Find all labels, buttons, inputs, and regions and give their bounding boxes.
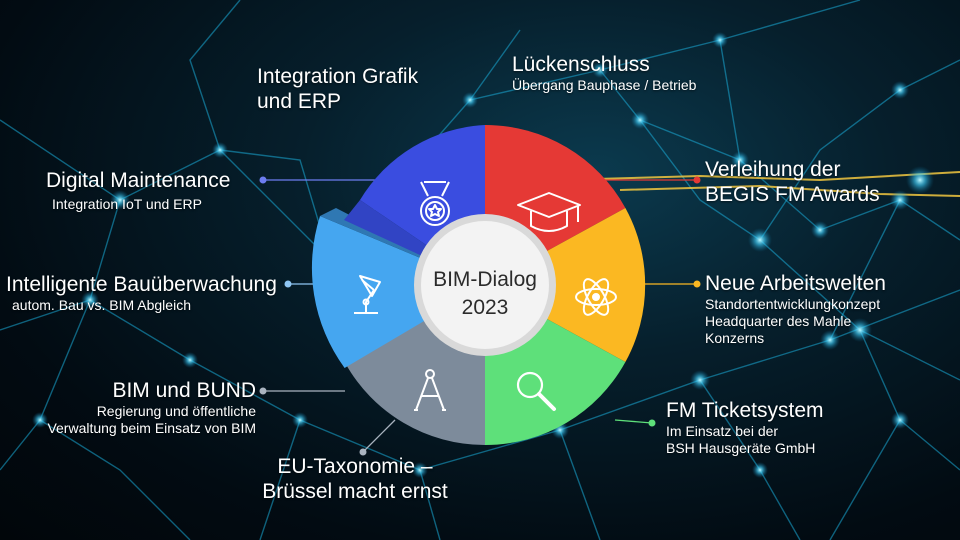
topic-bim-bund-sub: Regierung und öffentliche Verwaltung bei… bbox=[47, 403, 256, 436]
topic-lueckenschluss-title: Lückenschluss bbox=[512, 53, 650, 76]
medal-icon bbox=[420, 181, 450, 226]
topic-digital-maintenance: Digital Maintenance Integration IoT und … bbox=[46, 168, 230, 213]
segment-orange bbox=[485, 208, 646, 362]
topic-arbeitswelten: Neue Arbeitswelten Standortentwicklungko… bbox=[705, 271, 886, 347]
topic-bim-bund-title: BIM und BUND bbox=[112, 379, 256, 402]
graduation-cap-icon bbox=[517, 192, 581, 232]
topic-bim-bund: BIM und BUND Regierung und öffentliche V… bbox=[47, 378, 256, 437]
topic-integration-grafik: Integration Grafik und ERP bbox=[257, 65, 419, 113]
topic-digital-maintenance-sub: Integration IoT und ERP bbox=[52, 196, 202, 212]
connector-eu-taxonomie bbox=[362, 419, 396, 453]
topic-ticketsystem-title: FM Ticketsystem bbox=[666, 399, 824, 422]
topic-bauueberwachung-title: Intelligente Bauüberwachung bbox=[6, 273, 277, 296]
hub bbox=[421, 221, 549, 349]
topic-digital-maintenance-title: Digital Maintenance bbox=[46, 169, 231, 192]
topic-eu-taxonomie: EU-Taxonomie – Brüssel macht ernst bbox=[262, 455, 448, 503]
topic-bauueberwachung-sub: autom. Bau vs. BIM Abgleich bbox=[12, 297, 191, 313]
topic-verleihung: Verleihung der BEGIS FM Awards bbox=[705, 158, 880, 206]
topic-arbeitswelten-sub: Standortentwicklungkonzept Headquarter d… bbox=[705, 296, 881, 346]
connector-ticketsystem bbox=[614, 419, 653, 424]
hub-title-line1: BIM-Dialog bbox=[433, 268, 537, 291]
topic-ticketsystem-sub: Im Einsatz bei der BSH Hausgeräte GmbH bbox=[666, 423, 816, 456]
topic-lueckenschluss: Lückenschluss Übergang Bauphase / Betrie… bbox=[512, 52, 696, 94]
desk-lamp-icon bbox=[354, 275, 381, 314]
hub-title: BIM-Dialog 2023 bbox=[410, 266, 560, 322]
magnifier-icon bbox=[516, 371, 556, 411]
topic-bauueberwachung: Intelligente Bauüberwachung autom. Bau v… bbox=[6, 272, 277, 314]
atom-icon bbox=[575, 278, 617, 316]
topic-lueckenschluss-sub: Übergang Bauphase / Betrieb bbox=[512, 77, 697, 93]
topic-arbeitswelten-title: Neue Arbeitswelten bbox=[705, 272, 886, 295]
topic-ticketsystem: FM Ticketsystem Im Einsatz bei der BSH H… bbox=[666, 398, 824, 457]
hub-title-line2: 2023 bbox=[461, 296, 509, 319]
segment-lightblue bbox=[311, 216, 485, 368]
compass-icon bbox=[414, 369, 446, 411]
